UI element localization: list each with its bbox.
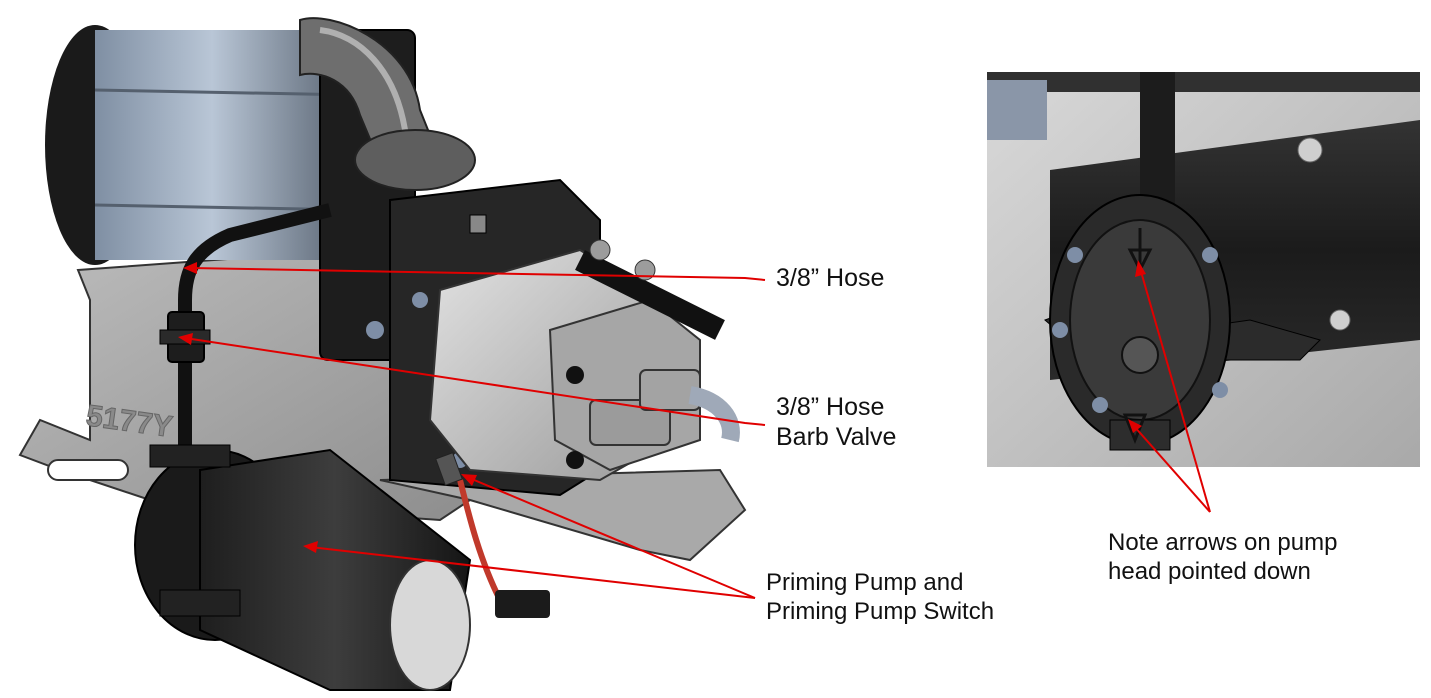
leader-lines (178, 260, 1211, 599)
leader-priming-pump (303, 474, 756, 599)
callout-barb-valve-line2: Barb Valve (776, 423, 897, 451)
callout-note-line2: head pointed down (1108, 558, 1311, 585)
callout-barb-valve: 3/8” Hose Barb Valve (776, 392, 896, 452)
callout-note-line1: Note arrows on pump (1108, 529, 1338, 556)
callout-hose: 3/8” Hose (776, 263, 884, 293)
bracket-foot-right (379, 468, 747, 562)
callout-hose-text: 3/8” Hose (776, 264, 885, 292)
leader-barb-valve (178, 333, 766, 426)
leader-hose (183, 262, 766, 281)
callout-barb-valve-line1: 3/8” Hose (776, 393, 885, 421)
callout-priming-pump-line2: Priming Pump Switch (766, 598, 995, 625)
pump-assembly-illustration: 5177Y (18, 17, 747, 691)
callout-priming-pump: Priming Pump and Priming Pump Switch (766, 568, 994, 626)
leader-note (1128, 260, 1211, 513)
callout-priming-pump-line1: Priming Pump and (766, 569, 964, 596)
pump-head-inset-illustration (987, 72, 1420, 467)
callout-note: Note arrows on pump head pointed down (1108, 528, 1337, 586)
